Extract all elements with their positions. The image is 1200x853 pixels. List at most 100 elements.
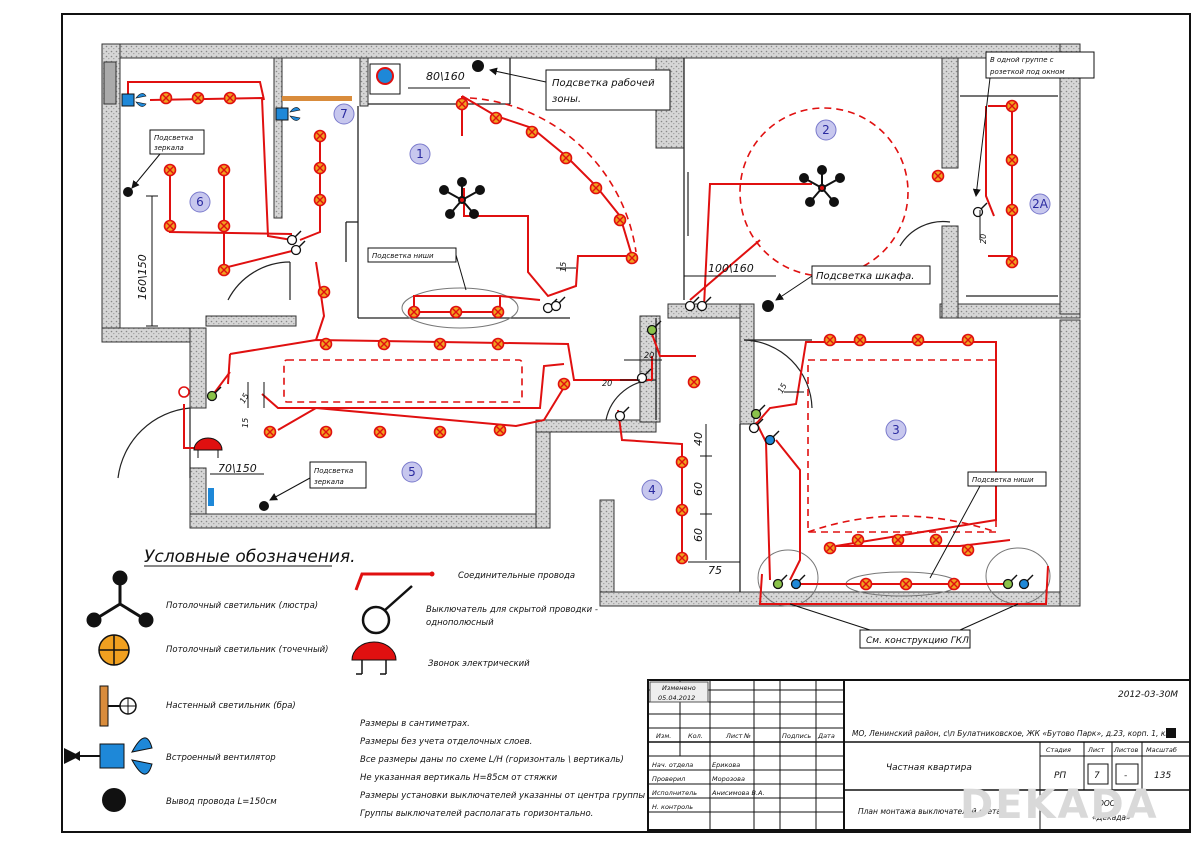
svg-text:См. конструкцию ГКЛ: См. конструкцию ГКЛ [866,636,969,646]
spot-light-icon [455,97,469,111]
room-number: 4 [641,479,663,501]
svg-text:Подсветка: Подсветка [314,467,353,475]
spot-light-icon [491,305,505,319]
room-number: 6 [189,191,211,213]
dim-15: 15 [559,262,568,272]
spot-light-icon [433,425,447,439]
spot-light-icon [911,333,925,347]
name-2: Морозова [712,775,745,783]
legend-switch-label: Выключатель для скрытой проводки - [426,605,598,615]
switch-icon [696,296,712,312]
spot-light-icon [853,333,867,347]
switch-icon [684,296,700,312]
callout-gkl: См. конструкцию ГКЛ [789,603,1019,649]
legend-bell-label: Звонок электрический [428,659,530,669]
spot-light-icon [947,577,961,591]
svg-text:В одной группе с: В одной группе с [990,56,1054,64]
room-number-label: 2 [822,123,830,137]
apartment-number-box [1166,728,1176,738]
legend-wire-out-label: Вывод провода L=150см [166,797,277,807]
spot-lights [159,91,1019,591]
spot-light-icon [525,125,539,139]
sheet-value: 7 [1094,771,1100,781]
wire-outputs [123,60,774,511]
spot-light-icon [823,541,837,555]
svg-text:зоны.: зоны. [552,94,581,105]
legend-chandelier-label: Потолочный светильник (люстра) [166,601,318,611]
switch-icon [790,574,806,590]
spot-light-icon [319,337,333,351]
col-izm: Изм. [656,732,671,740]
legend-switch-label-2: однополюсный [426,618,494,628]
room-number: 3 [885,419,907,441]
name-1: Ерикова [712,761,740,769]
switch-icon [1002,574,1018,590]
spot-light-icon [489,111,503,125]
callout-mirror-6: Подсветка зеркала [131,129,205,189]
header-sheets: Листов [1113,746,1138,754]
address: МО, Ленинский район, с\п Булатниковское,… [852,729,1172,738]
switch-icon [286,230,302,246]
col-podpis: Подпись [782,732,811,740]
svg-text:Подсветка рабочей: Подсветка рабочей [552,77,655,89]
dim-20: 20 [979,234,988,244]
spot-light-icon [319,425,333,439]
svg-text:Подсветка: Подсветка [154,134,193,142]
spot-light-icon [313,193,327,207]
doorbell-button [178,386,190,398]
dim-20: 20 [602,379,612,388]
note-line: Группы выключателей располагать горизонт… [360,809,593,819]
dashed-niches [283,97,997,533]
callout-work-zone: Подсветка рабочей зоны. [489,67,671,111]
legend-sconce-icon [99,685,137,727]
spot-light-icon [613,213,627,227]
switch-icon [764,430,780,446]
room-number-label: 4 [648,483,656,497]
note-line: Не указанная вертикаль H=85см от стяжки [360,773,558,783]
stamp-changed: Изменено [662,684,696,692]
legend-wire-out-icon [102,788,126,812]
legend-switch-icon [361,585,413,635]
chandelier-room-2 [799,165,845,207]
legend-spot-icon [98,634,130,666]
spot-light-icon [313,161,327,175]
col-list: Лист [725,732,743,740]
doc-code: 2012-03-30М [1118,690,1178,700]
note-line: Размеры без учета отделочных слоев. [360,737,532,747]
spot-light-icon [223,91,237,105]
callout-mirror-5: Подсветка зеркала [269,461,367,501]
room-number-label: 7 [340,107,348,121]
dim-160-150: 160\150 [136,254,149,300]
room-number-label: 5 [408,465,416,479]
switch-icon [290,240,306,256]
spot-light-icon [317,285,331,299]
spot-light-icon [491,337,505,351]
spot-light-icon [675,551,689,565]
spot-light-icon [961,333,975,347]
callout-wardrobe: Подсветка шкафа. [775,265,931,301]
spot-light-icon [961,543,975,557]
spot-light-icon [1005,203,1019,217]
role-2: Проверил [652,775,685,783]
legend-wires-label: Соединительные провода [458,571,575,581]
spot-light-icon [1005,99,1019,113]
spot-light-icon [373,425,387,439]
spot-light-icon [217,263,231,277]
bell-icon [193,437,223,458]
fan-icon [275,107,301,121]
org-line-1: ООО [1098,799,1116,808]
fan-icon [121,93,147,107]
note-line: Размеры в сантиметрах. [360,719,470,729]
org-line-2: «Декада» [1092,813,1131,822]
group-ellipses [401,287,1051,607]
sheet-number-box [1087,763,1109,785]
spot-light-icon [217,163,231,177]
spot-light-icon [263,425,277,439]
sheet-frame [61,13,1191,833]
callout-niche-1: Подсветка ниши [367,247,467,291]
room-number: 2А [1029,193,1051,215]
spot-light-icon [589,181,603,195]
dimension-lines [146,87,981,563]
spot-light-icon [159,91,173,105]
